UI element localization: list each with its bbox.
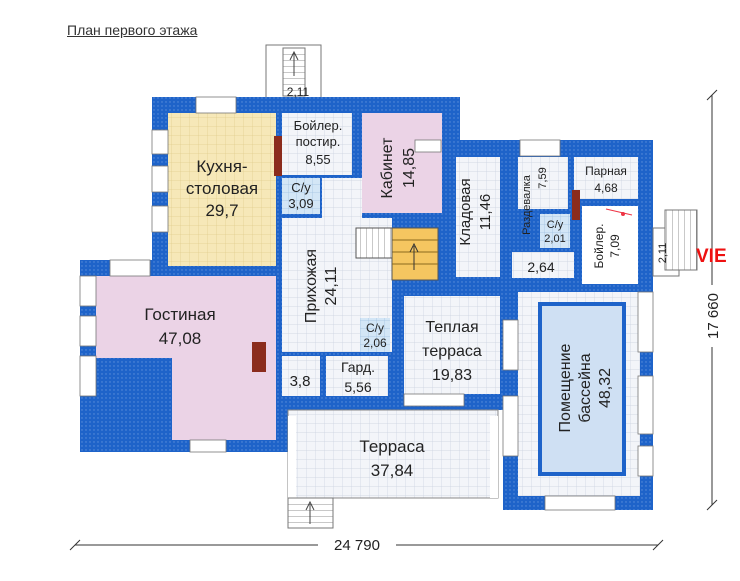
pool-area: 48,32 — [597, 368, 614, 408]
room-changing — [518, 157, 568, 209]
warm-terrace-name-1: Теплая — [425, 319, 478, 336]
cabinet-name: Кабинет — [379, 137, 396, 199]
pantry-area: 11,46 — [477, 194, 494, 230]
small264-area: 2,64 — [527, 259, 554, 275]
room-sauna — [574, 157, 638, 199]
kitchen-name-2: столовая — [186, 179, 258, 198]
living-area: 47,08 — [159, 329, 202, 348]
sauna-area: 4,68 — [594, 181, 618, 195]
sauna-name: Парная — [585, 164, 627, 178]
small38-area: 3,8 — [290, 373, 311, 390]
terrace-name: Терраса — [359, 437, 425, 456]
changing-area: 7,59 — [537, 167, 549, 188]
boiler2-name: Бойлер. — [592, 224, 606, 269]
pool-water — [538, 302, 626, 476]
warm-terrace-area: 19,83 — [432, 367, 472, 384]
warm-terrace-name-2: терраса — [422, 343, 482, 360]
changing-name: Раздевалка — [521, 174, 533, 235]
watermark: VIE — [696, 246, 727, 267]
plan-title: План первого этажа — [67, 22, 198, 38]
wc1-area: 3,09 — [288, 196, 313, 211]
room-cabinet — [362, 113, 442, 213]
room-warm-terrace — [404, 296, 500, 394]
kitchen-name-1: Кухня- — [196, 157, 247, 176]
garderobe-area: 5,56 — [344, 379, 371, 395]
wc1-name: С/у — [291, 180, 311, 195]
wc3-name: С/у — [366, 321, 384, 335]
room-boiler — [282, 113, 352, 175]
kitchen-area: 29,7 — [205, 201, 238, 220]
room-wc3 — [360, 318, 390, 352]
room-wc1 — [282, 178, 320, 214]
boiler-name-1: Бойлер. — [294, 118, 343, 133]
room-garderobe — [326, 356, 388, 396]
hall-area: 24,11 — [323, 266, 340, 305]
terrace-area: 37,84 — [371, 461, 414, 480]
wc3-area: 2,06 — [363, 336, 387, 350]
boiler-name-2: постир. — [296, 134, 341, 149]
dimension-height-label: 17 660 — [705, 293, 722, 339]
pool-name-2: бассейна — [577, 353, 594, 422]
room-pantry — [456, 157, 500, 277]
dimension-height — [704, 89, 720, 511]
dimension-width — [69, 537, 664, 553]
cabinet-area: 14,85 — [401, 148, 418, 188]
porch-top — [265, 44, 322, 101]
dimension-width-label: 24 790 — [334, 537, 380, 554]
porch-top-area: 2,11 — [287, 85, 310, 99]
room-small38 — [282, 356, 320, 396]
stairs — [355, 227, 439, 281]
room-kitchen — [168, 113, 276, 266]
room-boiler2 — [582, 206, 638, 284]
porch-right — [652, 209, 698, 277]
living-name: Гостиная — [144, 305, 215, 324]
porch-bottom — [287, 497, 334, 529]
hall-name: Прихожая — [303, 249, 320, 323]
pool-name-1: Помещение — [557, 343, 574, 432]
pantry-name: Кладовая — [457, 178, 474, 245]
room-small264 — [512, 252, 574, 278]
boiler2-area: 7,09 — [608, 234, 622, 258]
garderobe-name: Гард. — [341, 359, 375, 375]
boiler-area: 8,55 — [305, 152, 330, 167]
porch-right-area: 2,11 — [657, 243, 669, 264]
windows — [79, 96, 654, 511]
room-living — [96, 276, 276, 358]
wc2-name: С/у — [547, 219, 564, 231]
fireplace — [252, 342, 266, 372]
wc2-area: 2,01 — [544, 233, 565, 245]
room-wc2 — [540, 214, 570, 248]
